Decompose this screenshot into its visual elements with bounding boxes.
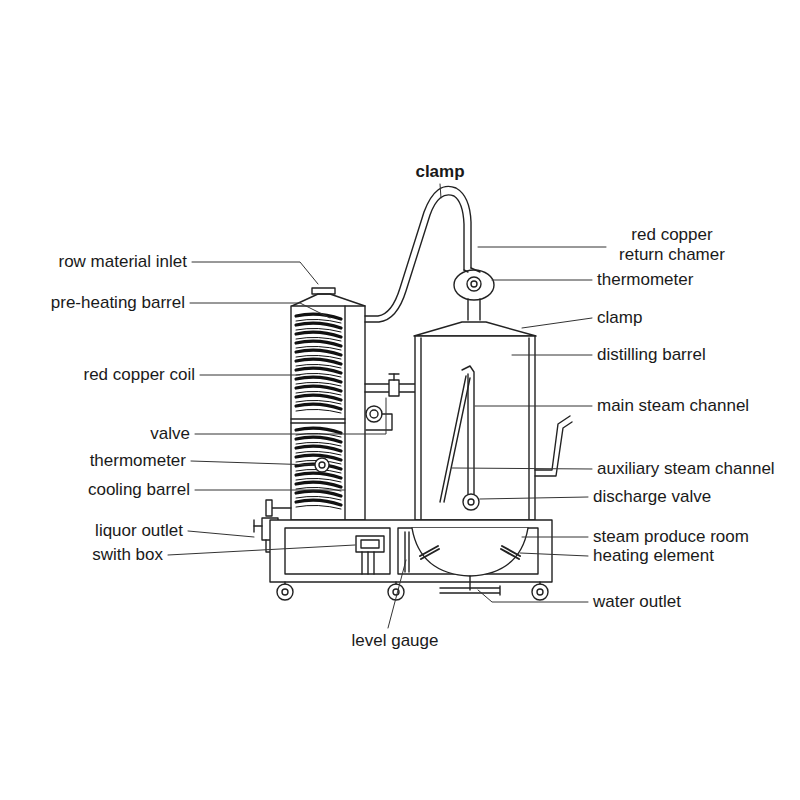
coil-winding xyxy=(296,491,341,496)
part-label: water outlet xyxy=(593,592,681,612)
part-label: swith box xyxy=(92,545,163,565)
coil-winding xyxy=(296,428,341,433)
part-label: main steam channel xyxy=(597,396,749,416)
part-label: thermometer xyxy=(597,270,693,290)
part-label: distilling barrel xyxy=(597,345,706,365)
coil-winding xyxy=(296,395,341,400)
swan-neck-pipe xyxy=(365,186,494,322)
part-label: pre-heating barrel xyxy=(51,293,185,313)
coil-winding xyxy=(296,482,341,487)
coil-winding xyxy=(296,446,341,451)
part-label: row material inlet xyxy=(59,252,188,272)
base-frame xyxy=(270,520,552,600)
coil-winding xyxy=(296,323,341,328)
leader-lines xyxy=(168,184,606,628)
part-label: auxiliary steam channel xyxy=(597,459,775,479)
coil-winding xyxy=(296,505,341,509)
coil-winding xyxy=(296,386,341,391)
coil-winding xyxy=(296,500,341,505)
coil-winding xyxy=(296,314,341,319)
part-label: cooling barrel xyxy=(88,480,190,500)
coil-winding xyxy=(296,437,341,442)
part-label: discharge valve xyxy=(593,487,711,507)
coil-winding xyxy=(296,332,341,337)
part-label: clamp xyxy=(597,308,642,328)
valve-pipe xyxy=(365,374,415,430)
part-label: red copper return chamer xyxy=(607,225,737,265)
coil-winding xyxy=(296,359,341,364)
part-label: red copper coil xyxy=(83,365,195,385)
distilling-barrel xyxy=(414,322,572,520)
coil-winding xyxy=(296,377,341,382)
part-label: valve xyxy=(150,424,190,444)
coil-winding xyxy=(296,409,341,413)
coil-winding xyxy=(296,341,341,346)
coil-winding xyxy=(296,473,341,478)
coil-winding xyxy=(296,368,341,373)
part-label: liquor outlet xyxy=(95,521,183,541)
part-label: clamp xyxy=(415,162,464,182)
condenser-column xyxy=(291,288,365,520)
part-label: thermometer xyxy=(90,451,186,471)
part-label: level gauge xyxy=(352,631,439,651)
part-label: steam produce room xyxy=(593,527,749,547)
coil-winding xyxy=(296,404,341,409)
part-label: heating element xyxy=(593,546,714,566)
coil-winding xyxy=(296,350,341,355)
